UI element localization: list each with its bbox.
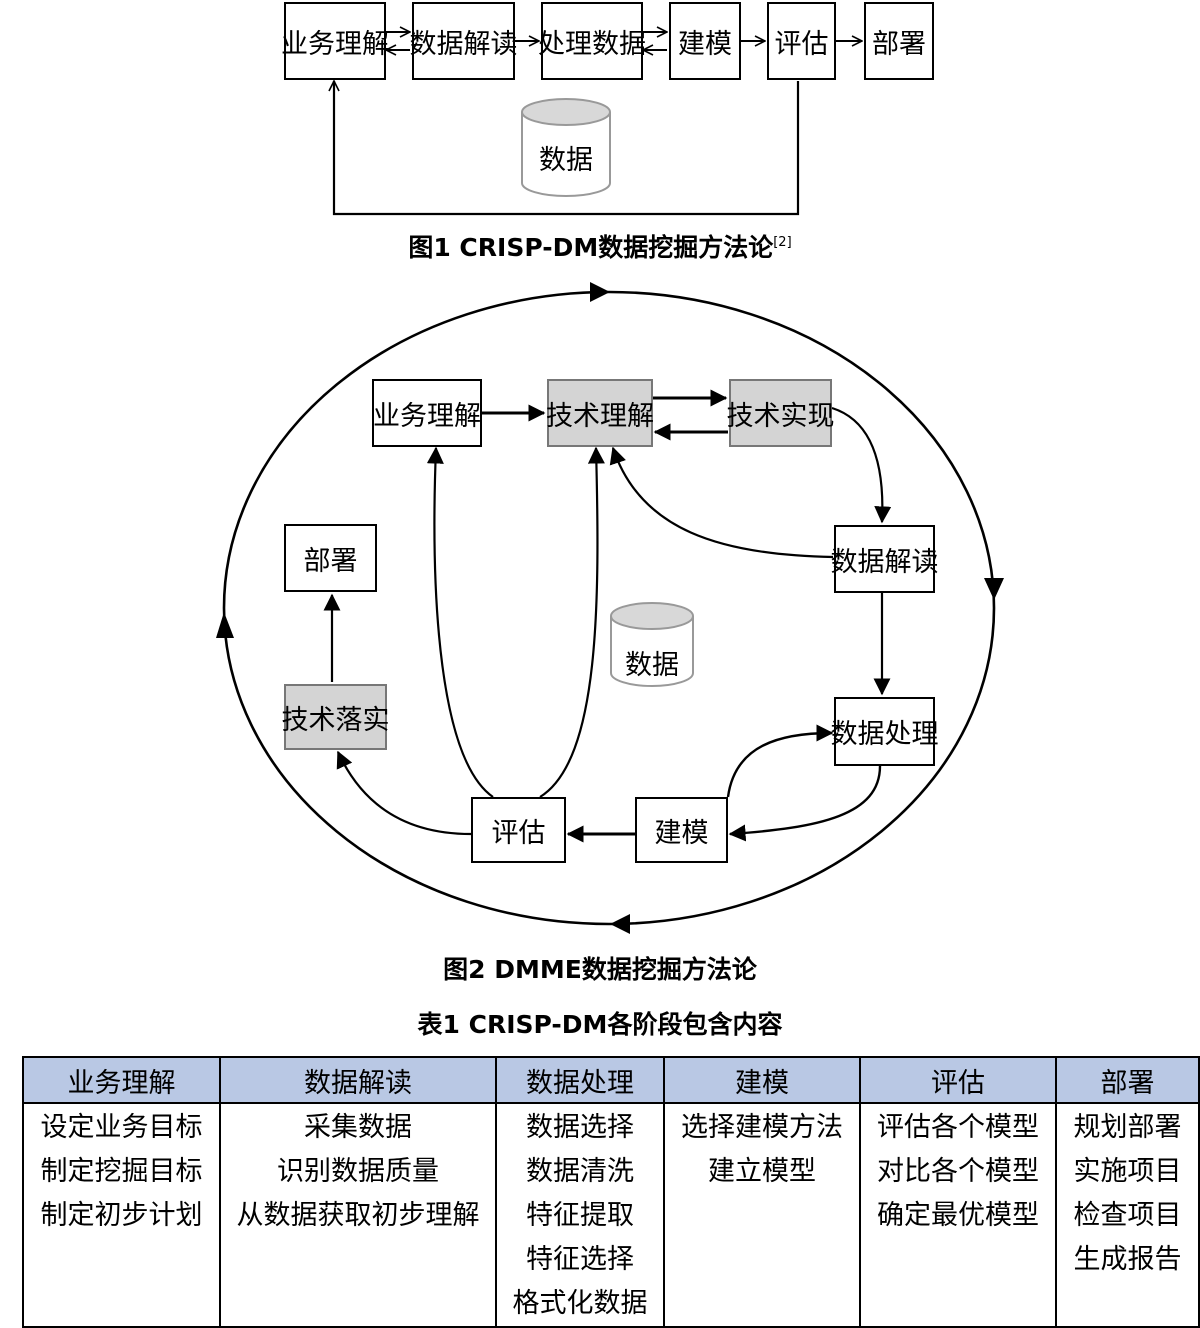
f2-node-evaluation: 评估 [471, 797, 566, 863]
table-cell-item: 识别数据质量 [277, 1156, 439, 1187]
figure-1-connectors [0, 0, 1200, 216]
f2-node-tech-deployment: 技术落实 [282, 684, 390, 750]
f1-box-modeling: 建模 [669, 2, 741, 80]
f2-node-business-understanding: 业务理解 [372, 379, 482, 447]
table-cell-item: 特征选择 [526, 1244, 634, 1275]
table-cell-item: 数据清洗 [526, 1156, 634, 1187]
figure-2-caption: 图2 DMME数据挖掘方法论 [443, 955, 757, 984]
table-cell-item: 特征提取 [526, 1200, 634, 1231]
table-cell-item: 建立模型 [708, 1156, 816, 1187]
f1-box-business-understanding: 业务理解 [281, 2, 389, 80]
table-cell-item: 设定业务目标 [40, 1112, 203, 1143]
f2-node-tech-understanding: 技术理解 [546, 379, 654, 447]
table-cell-item: 数据选择 [526, 1112, 634, 1143]
table-header-cell: 评估 [859, 1056, 1057, 1104]
table-cell-data-interpretation: 采集数据 识别数据质量 从数据获取初步理解 [219, 1103, 497, 1328]
f2-node-modeling: 建模 [635, 797, 728, 863]
figure-2-connectors [216, 282, 1004, 934]
table-cell-item: 生成报告 [1073, 1244, 1182, 1275]
table-cell-item: 制定挖掘目标 [40, 1156, 203, 1187]
f2-node-deployment: 部署 [284, 524, 377, 592]
table-cell-item: 格式化数据 [512, 1288, 648, 1319]
f2-node-tech-implementation: 技术实现 [727, 379, 835, 447]
table-cell-modeling: 选择建模方法 建立模型 [663, 1103, 861, 1328]
f1-box-data-interpretation: 数据解读 [410, 2, 518, 80]
table-header-cell: 部署 [1055, 1056, 1200, 1104]
table-cell-item: 确定最优模型 [877, 1200, 1039, 1231]
table-1-title: 表1 CRISP-DM各阶段包含内容 [417, 1010, 783, 1039]
table-cell-item: 实施项目 [1073, 1156, 1182, 1187]
figure-1-caption-ref: [2] [773, 235, 792, 250]
table-cell-item: 选择建模方法 [681, 1112, 843, 1143]
f1-database-label: 数据 [539, 145, 593, 176]
table-cell-item: 从数据获取初步理解 [236, 1200, 480, 1231]
table-cell-item: 采集数据 [304, 1112, 412, 1143]
f2-database-label: 数据 [625, 650, 679, 681]
table-cell-deployment: 规划部署 实施项目 检查项目 生成报告 [1055, 1103, 1200, 1328]
table-cell-evaluation: 评估各个模型 对比各个模型 确定最优模型 [859, 1103, 1057, 1328]
table-cell-item: 对比各个模型 [877, 1156, 1039, 1187]
database-cylinder-2 [610, 602, 694, 687]
f2-node-data-interpretation: 数据解读 [831, 525, 939, 593]
table-cell-item: 规划部署 [1073, 1112, 1182, 1143]
f1-box-evaluation: 评估 [767, 2, 836, 80]
table-header-cell: 数据解读 [219, 1056, 497, 1104]
table-cell-item: 制定初步计划 [40, 1200, 203, 1231]
f1-box-deployment: 部署 [864, 2, 934, 80]
table-cell-business-understanding: 设定业务目标 制定挖掘目标 制定初步计划 [22, 1103, 221, 1328]
table-row: 设定业务目标 制定挖掘目标 制定初步计划 采集数据 识别数据质量 从数据获取初步… [22, 1103, 1200, 1328]
table-cell-item: 检查项目 [1073, 1200, 1182, 1231]
database-cylinder-1 [521, 98, 611, 197]
table-cell-item: 评估各个模型 [877, 1112, 1039, 1143]
f1-box-data-processing: 处理数据 [538, 2, 646, 80]
f2-node-data-processing: 数据处理 [831, 697, 939, 766]
figure-1-caption: 图1 CRISP-DM数据挖掘方法论[2] [0, 228, 1200, 264]
table-header-cell: 数据处理 [495, 1056, 665, 1104]
crisp-dm-phase-table: 业务理解 数据解读 数据处理 建模 评估 部署 设定业务目标 制定挖掘目标 制定… [22, 1056, 1200, 1328]
table-header-cell: 建模 [663, 1056, 861, 1104]
table-1: 业务理解 数据解读 数据处理 建模 评估 部署 设定业务目标 制定挖掘目标 制定… [22, 1056, 1200, 1328]
table-header-row: 业务理解 数据解读 数据处理 建模 评估 部署 [22, 1056, 1200, 1104]
figure-1-caption-text: 图1 CRISP-DM数据挖掘方法论 [408, 233, 774, 262]
table-header-cell: 业务理解 [22, 1056, 221, 1104]
table-cell-data-processing: 数据选择 数据清洗 特征提取 特征选择 格式化数据 [495, 1103, 665, 1328]
